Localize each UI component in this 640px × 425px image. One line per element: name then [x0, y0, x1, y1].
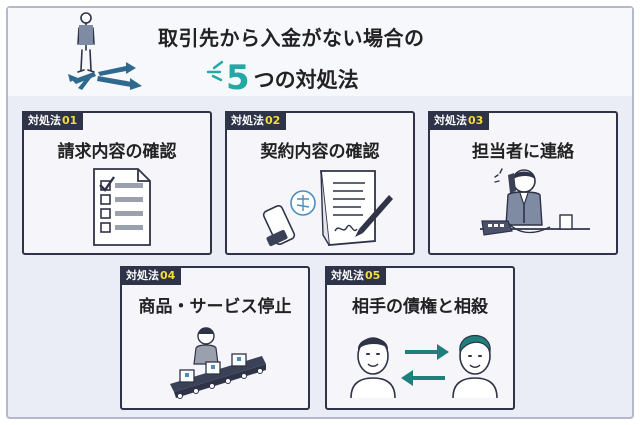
page-title-line1: 取引先から入金がない場合の	[158, 26, 425, 50]
accent-strokes-icon	[206, 60, 224, 82]
card-title-04: 商品・サービス停止	[138, 297, 292, 317]
page-title-line2: 5 つの対処法	[226, 56, 359, 98]
crossroads-person-icon	[68, 12, 142, 90]
title-number: 5	[226, 58, 250, 98]
card-title-05: 相手の債権と相殺	[352, 297, 488, 317]
contract-signing-icon	[262, 170, 393, 247]
checklist-document-icon	[93, 168, 151, 246]
card-title-01: 請求内容の確認	[57, 142, 177, 162]
conveyor-belt-icon	[170, 327, 266, 399]
header-band: 取引先から入金がない場合の 5 つの対処法	[8, 8, 632, 98]
title-rest: つの対処法	[253, 68, 359, 92]
phone-call-person-icon	[480, 168, 590, 236]
card-title-02: 契約内容の確認	[260, 142, 380, 162]
card-title-03: 担当者に連絡	[472, 142, 574, 162]
offset-exchange-icon	[350, 335, 498, 399]
